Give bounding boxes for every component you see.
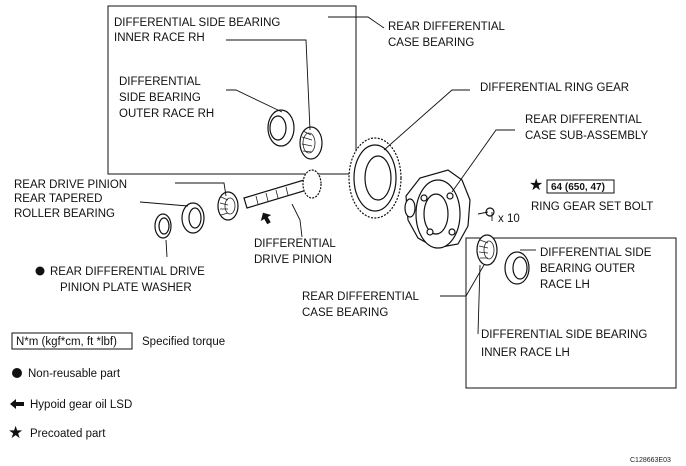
legend-hypoid: Hypoid gear oil LSD [30,399,132,411]
case-bearing-lower-label-1: REAR DIFFERENTIAL [302,291,420,303]
drive-pinion-label-2: DRIVE PINION [254,254,332,266]
star-icon: ★ [529,177,543,194]
case-sub-assembly-label-1: REAR DIFFERENTIAL [525,114,643,126]
pinion-bearing-label-3: ROLLER BEARING [14,208,115,220]
drive-pinion-label-1: DIFFERENTIAL [254,238,336,250]
lh-bearing-box [465,237,677,389]
bolt-count: x 10 [498,213,520,225]
rh-outer-race [267,109,295,147]
legend-torque-text: Specified torque [142,336,225,348]
rear-tapered-bearing [217,191,239,221]
legend-oil-arrow-icon [10,399,24,409]
torque-box [546,179,615,194]
legend-dot-icon [12,368,22,378]
plate-washer [154,213,172,239]
ring-gear [348,137,402,219]
lh-inner-race-label-1: DIFFERENTIAL SIDE BEARING [481,329,647,341]
plate-washer-label-2: PINION PLATE WASHER [60,282,192,294]
lh-inner-race-label-2: INNER RACE LH [481,347,570,359]
rh-outer-race-label-3: OUTER RACE RH [119,108,214,120]
rh-inner-race-label-1: DIFFERENTIAL SIDE BEARING [114,17,280,29]
rh-inner-race-label-2: INNER RACE RH [114,32,205,44]
rh-outer-race-label-2: SIDE BEARING [119,92,201,104]
rh-outer-race-label-1: DIFFERENTIAL [119,76,201,88]
legend-star-icon: ★ [8,423,23,442]
legend-torque-box [11,332,133,350]
legend-precoated: Precoated part [30,428,106,440]
ring-gear-label: DIFFERENTIAL RING GEAR [480,82,629,94]
case-bearing-upper-label-2: CASE BEARING [388,37,474,49]
lh-outer-race-label-2: BEARING OUTER [540,263,635,275]
plate-washer-label-1: REAR DIFFERENTIAL DRIVE [50,266,205,278]
non-reusable-dot-icon [35,266,45,276]
differential-case [404,169,471,249]
pinion-bearing-label-1: REAR DRIVE PINION [14,179,127,191]
figure-code: C128663E03 [630,457,671,464]
pinion-bearing-label-2: REAR TAPERED [14,193,102,205]
ring-gear-set-bolt-label: RING GEAR SET BOLT [531,201,653,213]
lh-outer-race [504,251,530,285]
legend-non-reusable: Non-reusable part [28,368,121,380]
lh-outer-race-label-3: RACE LH [540,279,590,291]
lh-outer-race-label-1: DIFFERENTIAL SIDE [540,247,652,259]
pinion-outer-race [181,202,205,234]
case-bearing-lower-label-2: CASE BEARING [302,307,388,319]
rh-inner-race [299,126,323,160]
rh-bearing-box [107,5,357,175]
drive-pinion [243,169,322,209]
case-sub-assembly-label-2: CASE SUB-ASSEMBLY [525,130,648,142]
case-bearing-upper-label-1: REAR DIFFERENTIAL [388,21,506,33]
lh-inner-race [476,234,498,266]
oil-arrow-icon [260,212,272,225]
legend-torque-unit: N*m (kgf*cm, ft *lbf) [16,336,117,348]
torque-value: 64 (650, 47) [551,182,605,193]
